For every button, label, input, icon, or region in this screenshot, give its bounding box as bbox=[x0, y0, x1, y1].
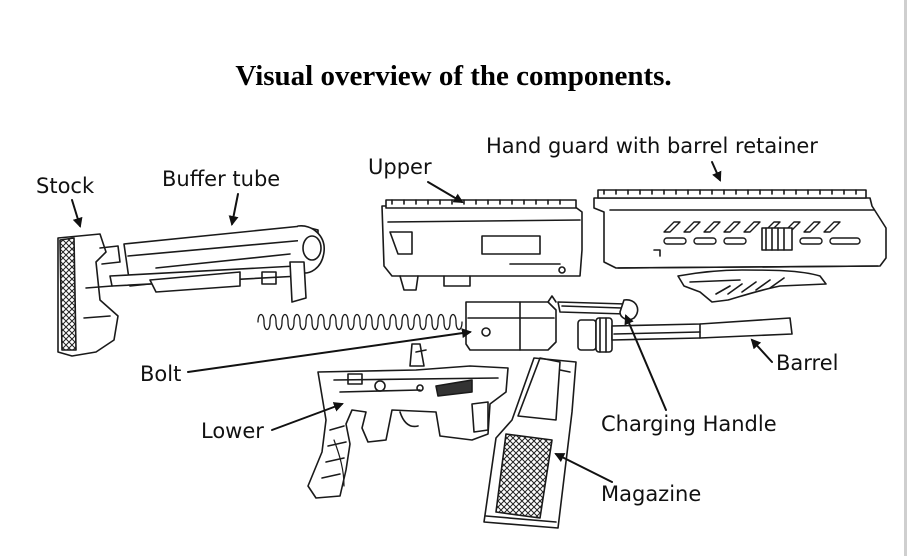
label-bolt: Bolt bbox=[140, 362, 182, 386]
arrow-barrel bbox=[750, 338, 773, 363]
bolt-part bbox=[465, 295, 557, 351]
arrow-charging-handle bbox=[624, 314, 667, 411]
arrow-lower bbox=[271, 402, 344, 431]
buffer-spring-part bbox=[257, 313, 463, 331]
label-barrel: Barrel bbox=[776, 351, 839, 375]
label-buffer-tube: Buffer tube bbox=[162, 167, 281, 191]
buffer-tube-part bbox=[109, 225, 325, 303]
arrow-hand-guard bbox=[711, 161, 722, 182]
lower-receiver-part bbox=[307, 343, 509, 499]
arrow-upper bbox=[427, 181, 464, 204]
arrow-magazine bbox=[554, 453, 613, 483]
label-lower: Lower bbox=[201, 419, 264, 443]
label-magazine: Magazine bbox=[601, 482, 702, 506]
stock-part bbox=[57, 233, 121, 357]
magazine-part bbox=[483, 357, 577, 529]
label-upper: Upper bbox=[368, 155, 432, 179]
charging-handle-part bbox=[557, 299, 639, 321]
diagram-title: Visual overview of the components. bbox=[235, 60, 672, 92]
page-edge bbox=[904, 0, 907, 556]
label-charging-handle: Charging Handle bbox=[601, 412, 777, 436]
hand-guard-part bbox=[593, 189, 887, 303]
arrow-bolt bbox=[187, 328, 472, 373]
arrow-stock bbox=[71, 199, 83, 228]
arrow-buffer-tube bbox=[228, 193, 239, 226]
label-hand-guard: Hand guard with barrel retainer bbox=[486, 134, 818, 158]
upper-receiver-part bbox=[381, 199, 583, 291]
label-stock: Stock bbox=[36, 174, 95, 198]
barrel-part bbox=[577, 317, 793, 353]
